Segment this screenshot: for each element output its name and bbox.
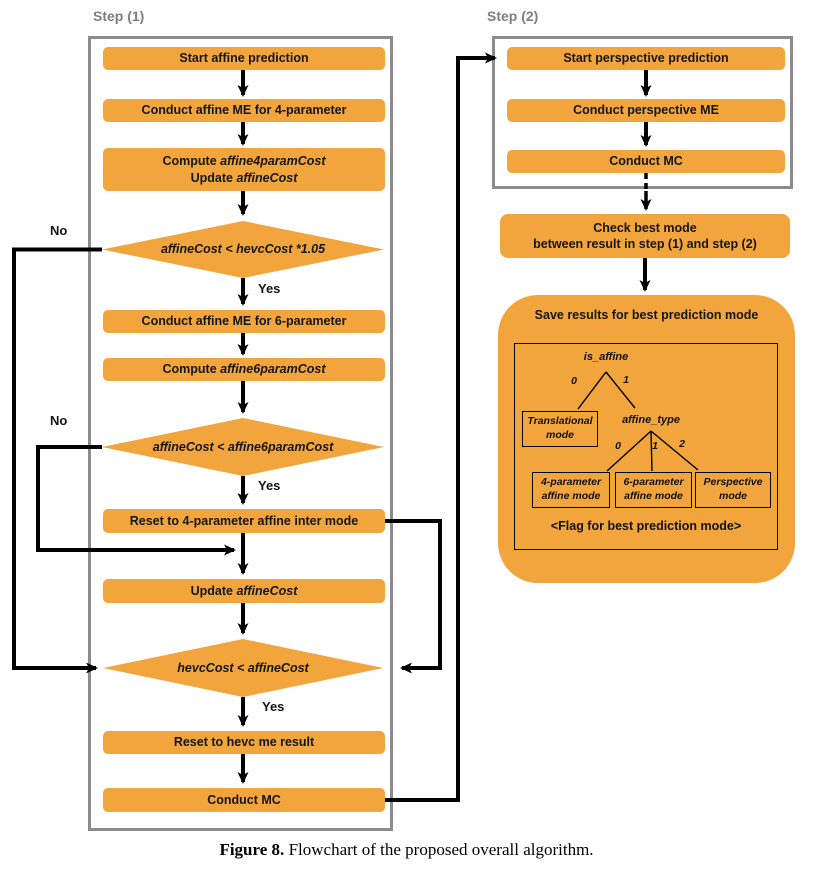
node-label: Reset to hevc me result (173, 735, 315, 750)
save-title: Save results for best prediction mode (534, 308, 759, 322)
d2-yes-label: Yes (258, 478, 281, 493)
node-compute4: Compute affine4paramCost Update affineCo… (103, 148, 385, 191)
tree-mid-branch-2: 2 (679, 438, 685, 450)
tree-leaf-6param: 6-parameter affine mode (615, 472, 692, 508)
decision-d1-label: affineCost < hevcCost *1.05 (160, 242, 326, 256)
node-line2: Update affineCost (190, 170, 298, 185)
branch-affinetype-2 (650, 430, 699, 471)
step1-title: Step (1) (93, 8, 145, 24)
node-label: Conduct affine ME for 4-parameter (141, 103, 347, 118)
tree-mid-branch-0: 0 (615, 440, 621, 452)
node-conduct-mc-step1: Conduct MC (103, 788, 385, 812)
d3-yes-label: Yes (262, 699, 285, 714)
node-label: Compute affine6paramCost (162, 362, 326, 377)
tree-mid: affine_type (622, 414, 680, 426)
tree-branch-lines (577, 371, 699, 472)
loop-mc-to-step2 (385, 52, 497, 802)
d1-yes-label: Yes (258, 281, 281, 296)
node-me6: Conduct affine ME for 6-parameter (103, 310, 385, 333)
node-label: Conduct MC (207, 792, 281, 807)
branch-isaffine-1 (605, 371, 636, 409)
tree-mid-branch-1: 1 (652, 440, 658, 452)
node-update-affinecost: Update affineCost (103, 579, 385, 603)
tree-root: is_affine (583, 351, 629, 363)
tree-leaf-4param: 4-parameter affine mode (532, 472, 610, 508)
node-label: Start perspective prediction (563, 51, 729, 66)
node-save-results: Save results for best prediction mode is… (498, 295, 795, 583)
branch-affinetype-0 (606, 430, 652, 472)
tree-root-branch-1: 1 (623, 374, 629, 386)
tree-frame (514, 343, 778, 550)
tree-root-branch-0: 0 (571, 375, 577, 387)
node-label: Update affineCost (190, 583, 298, 598)
check-line1: Check best mode (593, 220, 697, 235)
figure-caption: Figure 8. Flowchart of the proposed over… (0, 840, 813, 860)
d1-no-label: No (50, 223, 68, 238)
caption-number: Figure 8. (219, 840, 285, 859)
node-label: Start affine prediction (179, 51, 309, 66)
flag-label: <Flag for best prediction mode> (550, 519, 742, 533)
node-perspective-me: Conduct perspective ME (507, 99, 785, 122)
node-reset4: Reset to 4-parameter affine inter mode (103, 509, 385, 533)
node-line1: Compute affine4paramCost (162, 154, 326, 169)
decision-d2-label: affineCost < affine6paramCost (152, 440, 334, 454)
step2-title: Step (2) (487, 8, 539, 24)
decision-d3-label: hevcCost < affineCost (177, 661, 309, 675)
d2-no-label: No (50, 413, 68, 428)
node-reset-hevc: Reset to hevc me result (103, 731, 385, 754)
node-check-best-mode: Check best mode between result in step (… (500, 214, 790, 258)
node-conduct-mc-step2: Conduct MC (507, 150, 785, 173)
tree-leaf-translational: Translational mode (522, 411, 598, 447)
check-line2: between result in step (1) and step (2) (533, 237, 757, 251)
node-me4: Conduct affine ME for 4-parameter (103, 99, 385, 122)
node-label: Conduct perspective ME (573, 103, 719, 118)
node-label: Conduct affine ME for 6-parameter (141, 314, 347, 329)
node-start-perspective: Start perspective prediction (507, 47, 785, 70)
node-start-affine: Start affine prediction (103, 47, 385, 70)
caption-text: Flowchart of the proposed overall algori… (284, 840, 594, 859)
loop-reset4-to-d3 (385, 519, 442, 674)
node-label: Reset to 4-parameter affine inter mode (129, 513, 359, 528)
branch-isaffine-0 (577, 371, 607, 410)
node-compute6: Compute affine6paramCost (103, 358, 385, 381)
tree-leaf-perspective: Perspective mode (695, 472, 771, 508)
node-label: Conduct MC (609, 154, 683, 169)
branch-affinetype-1 (650, 430, 653, 472)
